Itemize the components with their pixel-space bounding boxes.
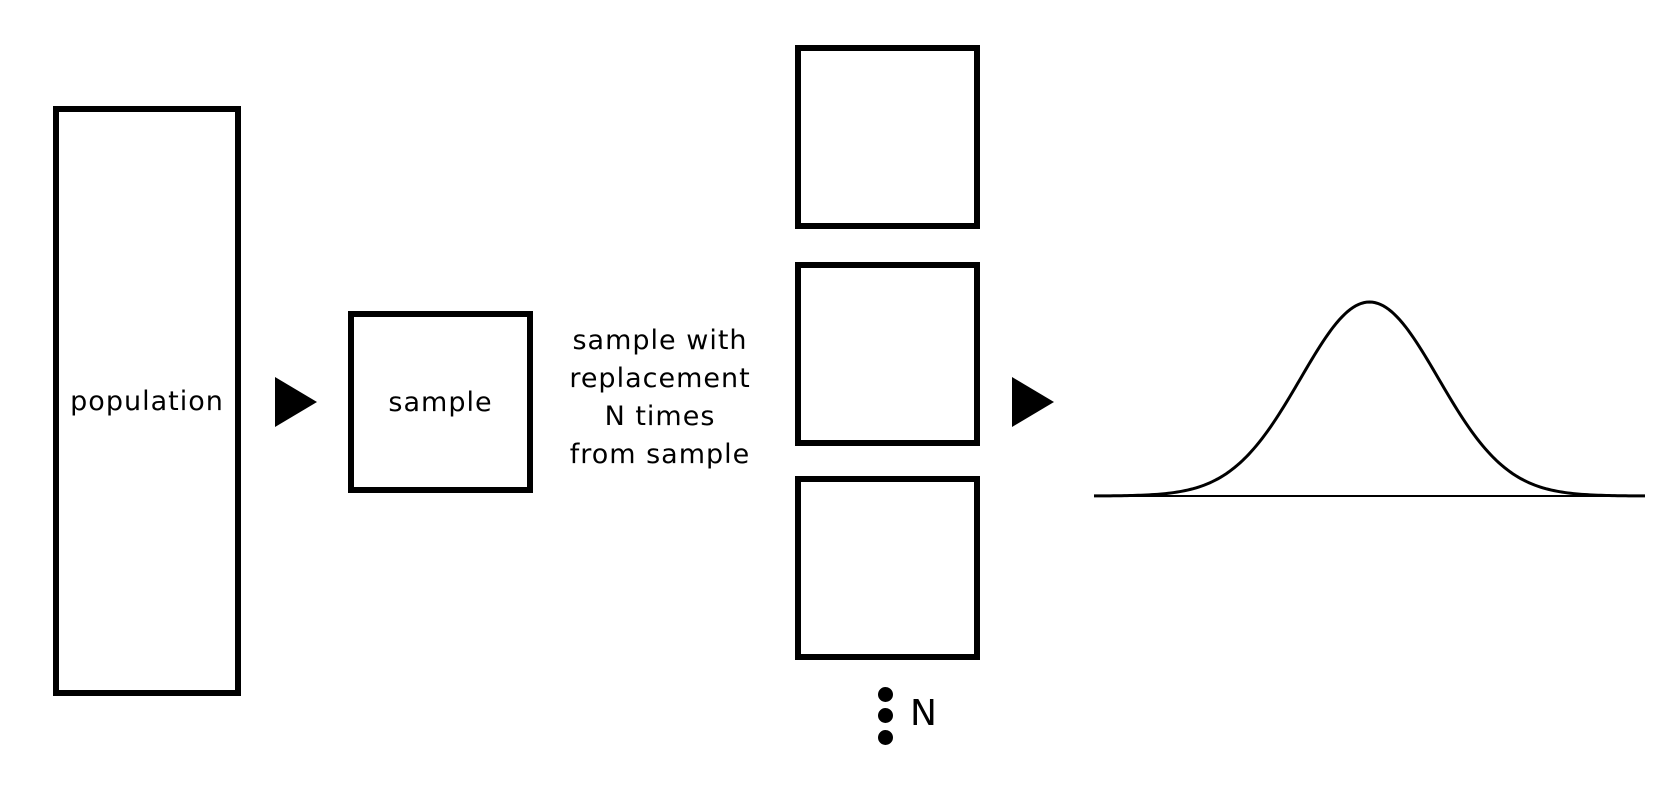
arrow-right-icon: [275, 377, 317, 427]
ellipsis-dot-icon: [878, 730, 893, 745]
population-box: population: [53, 106, 241, 696]
process-line-1: sample with: [572, 325, 748, 356]
resample-box: [795, 262, 980, 446]
process-line-4: from sample: [569, 439, 751, 470]
ellipsis-dot-icon: [878, 687, 893, 702]
population-label: population: [70, 385, 224, 417]
process-line-3: N times: [604, 401, 716, 432]
bell-curve: [1093, 300, 1646, 498]
resampling-description: sample with replacement N times from sam…: [555, 322, 765, 474]
sample-box: sample: [348, 311, 533, 493]
resample-box: [795, 476, 980, 660]
sample-label: sample: [388, 386, 493, 418]
ellipsis-dot-icon: [878, 708, 893, 723]
resample-box: [795, 45, 980, 229]
process-line-2: replacement: [569, 363, 751, 394]
repetition-count-label: N: [910, 693, 937, 734]
arrow-right-icon: [1012, 377, 1054, 427]
